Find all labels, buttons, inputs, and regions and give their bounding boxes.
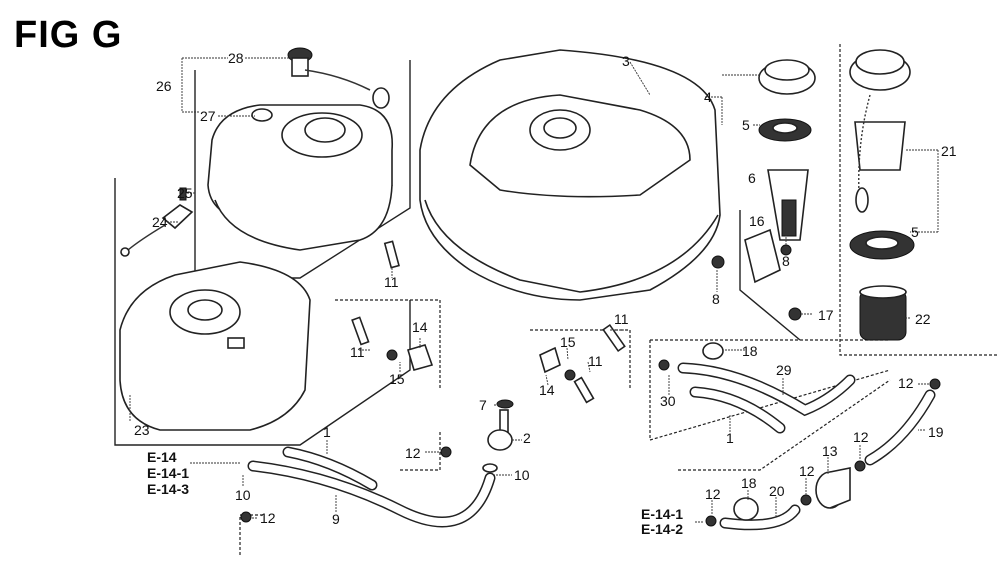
callout: 17 xyxy=(818,307,834,323)
callout: 10 xyxy=(514,467,530,483)
callout: 1 xyxy=(323,424,331,440)
callout: 27 xyxy=(200,108,216,124)
bolt-17 xyxy=(788,307,802,321)
fuel-filter-13 xyxy=(815,467,851,509)
plate-16 xyxy=(744,228,781,284)
bolts xyxy=(351,240,626,404)
frame-bolts-2 xyxy=(530,329,631,390)
fuel-strainer-6 xyxy=(767,169,809,241)
callout: 10 xyxy=(235,487,251,503)
frame-filter xyxy=(678,379,891,471)
cap-gasket-5b xyxy=(849,230,915,260)
fuel-tank-left xyxy=(119,261,311,431)
callout-labels: 28 26 27 3 4 5 6 21 25 24 16 8 8 11 14 1… xyxy=(134,50,957,527)
fuel-tank-main xyxy=(419,49,721,301)
nut-8b xyxy=(711,255,725,269)
ref-link[interactable]: E-14-1 xyxy=(641,506,683,522)
callout: 12 xyxy=(260,510,276,526)
callout: 3 xyxy=(622,53,630,69)
frame-tank-a xyxy=(194,60,411,279)
callout: 5 xyxy=(911,224,919,240)
callout: 23 xyxy=(134,422,150,438)
fuel-tank-small xyxy=(207,104,393,251)
fuel-cap-4 xyxy=(758,59,816,95)
callout: 30 xyxy=(660,393,676,409)
callout: 18 xyxy=(741,475,757,491)
frame-right-cap xyxy=(839,44,998,356)
frame-tank-b xyxy=(114,178,411,446)
callout: 11 xyxy=(588,353,603,369)
callout: 26 xyxy=(156,78,172,94)
section-references-right[interactable]: E-14-1 E-14-2 xyxy=(641,506,683,537)
frame-strainer xyxy=(739,210,801,341)
callout: 11 xyxy=(350,344,365,360)
callout: 20 xyxy=(769,483,785,499)
callout: 25 xyxy=(177,185,193,201)
section-references-left[interactable]: E-14 E-14-1 E-14-3 xyxy=(147,449,189,497)
callout: 5 xyxy=(742,117,750,133)
frame-bolts xyxy=(335,299,441,390)
ref-link[interactable]: E-14-3 xyxy=(147,481,189,497)
callout: 9 xyxy=(332,511,340,527)
fuel-valve xyxy=(482,399,514,473)
callout: 12 xyxy=(799,463,815,479)
callout: 12 xyxy=(405,445,421,461)
callout: 14 xyxy=(412,319,428,335)
leader-lines xyxy=(129,57,939,523)
callout: 12 xyxy=(853,429,869,445)
ref-link[interactable]: E-14-1 xyxy=(147,465,189,481)
callout: 13 xyxy=(822,443,838,459)
callout: 12 xyxy=(705,486,721,502)
cap-gasket-5 xyxy=(758,118,812,142)
fuel-cap-with-gauge xyxy=(287,47,390,109)
callout: 24 xyxy=(152,214,168,230)
callout: 11 xyxy=(384,274,399,290)
callout: 12 xyxy=(898,375,914,391)
callout: 2 xyxy=(523,430,531,446)
callout: 15 xyxy=(560,334,576,350)
hose-clips xyxy=(240,342,941,527)
callout: 28 xyxy=(228,50,244,66)
callout: 7 xyxy=(479,397,487,413)
ref-link[interactable]: E-14 xyxy=(147,449,177,465)
callout: 11 xyxy=(614,311,629,327)
callout: 19 xyxy=(928,424,944,440)
callout: 8 xyxy=(712,291,720,307)
callout: 14 xyxy=(539,382,555,398)
callout: 29 xyxy=(776,362,792,378)
callout: 22 xyxy=(915,311,931,327)
frame-clip-2 xyxy=(239,514,265,555)
callout: 21 xyxy=(941,143,957,159)
figure-title: FIG G xyxy=(14,14,123,56)
callout: 18 xyxy=(742,343,758,359)
callout: 8 xyxy=(782,253,790,269)
strainer-22 xyxy=(859,285,907,341)
frame-hose-kit xyxy=(649,339,891,441)
frame-clip xyxy=(400,430,441,471)
callout: 4 xyxy=(704,89,712,105)
callout: 1 xyxy=(726,430,734,446)
callout: 15 xyxy=(389,371,405,387)
fuel-cap-21 xyxy=(849,49,911,213)
callout: 6 xyxy=(748,170,756,186)
ref-link[interactable]: E-14-2 xyxy=(641,521,683,537)
callout: 16 xyxy=(749,213,765,229)
